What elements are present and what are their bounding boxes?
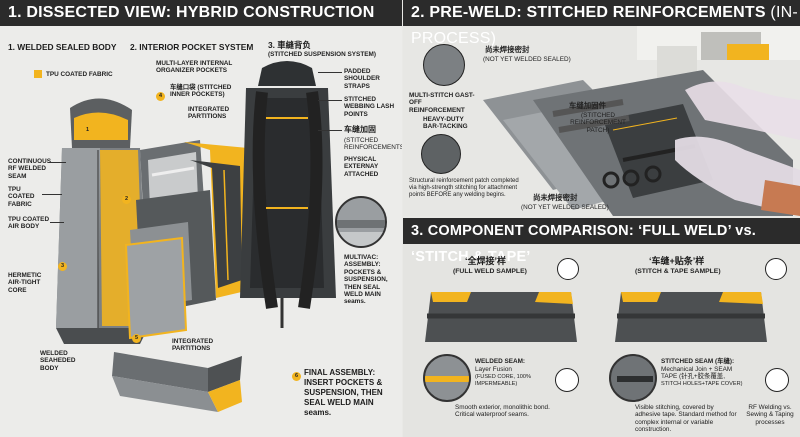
- panel2-title-main: 2. PRE-WELD: STITCHED REINFORCEMENTS: [411, 4, 766, 21]
- panel2-title-thin: (IN-PROCESS): [411, 4, 798, 47]
- bar-tack-zoom-icon: [421, 134, 461, 174]
- label-welded-body: WELDED SEAHEDED BODY: [40, 350, 76, 372]
- full-weld-icon: [557, 258, 579, 280]
- seam-zoom-circle: [335, 196, 387, 248]
- stitch-tape-heading: ‘车缝+贴条’样: [649, 256, 705, 266]
- stitched-seam-icon: [765, 368, 789, 392]
- stitched-seam-zoom: [609, 354, 657, 402]
- badge-4: 4: [156, 92, 165, 101]
- gloved-hands-illustration: [675, 81, 800, 216]
- full-weld-sample: [425, 292, 577, 342]
- stitch-tape-sample: [615, 292, 767, 342]
- badge-2: 2: [122, 195, 131, 204]
- label-integrated-partitions-bottom: INTEGRATED PARTITIONS: [172, 338, 214, 353]
- shell-tray-illustration: [112, 352, 242, 412]
- stitched-seam-title: STITCHED SEAM (车缝):: [661, 358, 735, 365]
- label-reinforcement-cn: 车缝加固: [344, 125, 376, 134]
- multi-stitch-zoom-icon: [423, 44, 465, 86]
- label-hermetic-core: HERMETIC AIR-TIGHT CORE: [8, 272, 42, 294]
- stitched-seam-line2: Mechanical Join + SEAM TAPE (针孔+胶条覆盖,: [661, 366, 733, 381]
- section3-title: 3. 車縫背负: [268, 40, 311, 50]
- welded-seam-title: WELDED SEAM:: [475, 358, 526, 365]
- stitched-seam-desc: Visible stitching, covered by adhesive t…: [635, 404, 737, 434]
- tag-reinforcement-cn: 车缝加固件: [569, 101, 606, 110]
- panel1-title: 1. DISSECTED VIEW: HYBRID CONSTRUCTION: [0, 0, 402, 26]
- label-webbing-lash: STITCHED WEBBING LASH POINTS: [344, 96, 395, 118]
- badge-1: 1: [83, 126, 92, 135]
- panel-dissected-view: 1. DISSECTED VIEW: HYBRID CONSTRUCTION 1…: [0, 0, 402, 417]
- label-padded-straps: PADDED SHOULDER STRAPS: [344, 68, 380, 90]
- label-physical-attach: PHYSICAL EXTERNAY ATTACHED: [344, 156, 379, 178]
- pocket-system-illustration: [124, 140, 250, 340]
- panel-comparison: 3. COMPONENT COMPARISON: ‘FULL WELD’ vs.…: [403, 218, 800, 437]
- reinforcement-caption: Structural reinforcement patch completed…: [409, 178, 519, 198]
- label-bar-tacking: HEAVY-DUTY BAR-TACKING: [423, 116, 468, 131]
- welded-seam-zoom: [423, 354, 471, 402]
- label-tpu-air-body: TPU COATED AIR BODY: [8, 216, 50, 231]
- legend-swatch: [34, 70, 42, 78]
- welded-seam-line3: (FUSED CORE, 100% IMPERMEABLE): [475, 374, 531, 388]
- tag-reinforcement-en: (STITCHED REINFORCEMENT PATCH): [570, 112, 626, 134]
- process-comparison-note: RF Welding vs. Sewing & Taping processes: [746, 404, 794, 426]
- label-multivac-assembly: MULTIVAC: ASSEMBLY: POCKETS & SUSPENSION…: [344, 254, 388, 306]
- suspension-illustration: [240, 61, 336, 328]
- section2-title: 2. INTERIOR POCKET SYSTEM: [130, 42, 254, 52]
- final-assembly-text: FINAL ASSEMBLY: INSERT POCKETS & SUSPENS…: [304, 368, 383, 417]
- legend-tpu-label: TPU COATED FABRIC: [46, 71, 113, 78]
- label-tpu-fabric: TPU COATED FABRIC: [8, 186, 35, 208]
- label-reinforcement-en: (STITCHED REINFORCEMENTS): [344, 137, 402, 152]
- welded-seam-desc: Smooth exterior, monolithic bond. Critic…: [455, 404, 550, 419]
- section1-title: 1. WELDED SEALED BODY: [8, 42, 117, 52]
- stitch-tape-subheading: (STITCH & TAPE SAMPLE): [635, 268, 721, 275]
- panel2-title: 2. PRE-WELD: STITCHED REINFORCEMENTS (IN…: [403, 0, 800, 47]
- full-weld-subheading: (FULL WELD SAMPLE): [453, 268, 527, 275]
- label-multi-stitch: MULTI-STITCH GAST-OFF REINFORCEMENT: [409, 92, 475, 114]
- badge-6: 6: [292, 372, 301, 381]
- label-integrated-partitions-top: INTEGRATED PARTITIONS: [188, 106, 230, 121]
- full-weld-heading: ‘全焊接’样: [465, 256, 507, 266]
- section3-subtitle: (STITCHED SUSPENSION SYSTEM): [268, 51, 376, 58]
- welded-seam-icon: [555, 368, 579, 392]
- tag-not-welded-1-cn: 尚未焊接密封: [485, 45, 530, 54]
- panel3-title: 3. COMPONENT COMPARISON: ‘FULL WELD’ vs.…: [403, 218, 800, 265]
- tag-not-welded-2-cn: 尚未焊接密封: [533, 193, 578, 202]
- tag-not-welded-1-en: (NOT YET WELDED SEALED): [483, 56, 571, 63]
- stitch-tape-icon: [765, 258, 787, 280]
- label-continuous-seam: CONTINUOUS RF WELDED SEAM: [8, 158, 51, 180]
- welded-seam-line2: Layer Fusion: [475, 366, 512, 373]
- stitched-seam-line3: STITCH HOLES+TAPE COVER): [661, 381, 743, 387]
- label-stitched-pockets: 车缝口袋 (STITCHED INNER POCKETS): [170, 84, 232, 99]
- badge-5: 5: [132, 334, 141, 343]
- panel-pre-weld: 2. PRE-WELD: STITCHED REINFORCEMENTS (IN…: [403, 0, 800, 216]
- badge-3: 3: [58, 262, 67, 271]
- tag-not-welded-2-en: (NOT YET WELDED SEALED): [521, 204, 609, 211]
- label-organizer-pockets: MULTI-LAYER INTERNAL ORGANIZER POCKETS: [156, 60, 233, 75]
